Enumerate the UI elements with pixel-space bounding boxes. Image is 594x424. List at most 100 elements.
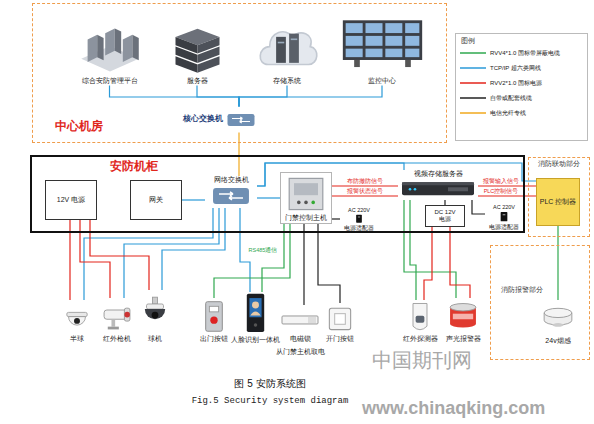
legend-box [455,33,588,141]
icon-shape [342,20,421,60]
legend-line [460,53,486,55]
node-label: 核心交换机 [183,115,223,124]
video-recorder: 视频存储服务器 [398,170,478,200]
icon-shape [69,317,86,326]
fire-link-region: 消防联动部分PLC 控制器 [528,157,590,237]
legend-item: 自带或配套线缆 [460,95,532,102]
legend-line-sample [460,110,486,116]
node-label: 门禁控制主机 [285,214,327,222]
cable [303,224,304,305]
server-device: 服务器 [170,18,225,86]
node-label: 网关 [149,196,163,204]
icon-shape [405,23,419,33]
cable [90,220,149,290]
power-adapter: AC 220V电源适配器 [485,204,523,230]
bullet-icon [97,298,137,335]
icon-shape [114,28,120,54]
dome-icon [60,300,94,335]
icon-shape [124,312,130,318]
icon-shape [249,298,261,317]
node-label: 半球 [70,335,84,343]
icon-shape [246,294,263,332]
machine-room-region: 中心机房综合安防管理平台服务器存储系统监控中心核心交换机 [32,3,447,143]
legend-label: RVV2*1.0 国标电源 [490,80,542,87]
legend-item: RVV2*1.0 国标电源 [460,80,542,87]
cable [239,86,382,107]
ptz-icon [138,290,172,335]
icon-shape [250,312,260,316]
node-label: 网络交换机 [214,176,249,184]
icon-shape [290,38,297,40]
icon-shape [145,309,165,319]
icon-shape [503,214,506,215]
icon-shape [329,308,350,329]
icon-shape [124,308,130,321]
node-label: 存储系统 [273,77,301,85]
icon-shape [111,319,115,326]
icon-shape [122,34,132,61]
icon-shape [544,308,572,317]
pir-icon [400,300,440,335]
switch-icon [226,107,256,133]
fire-alarm-region: 消防报警部分24v烟感 [490,245,590,360]
core-switch: 核心交换机 [172,107,256,133]
icon-shape [175,56,219,73]
icon-shape [260,31,317,64]
face-terminal: 人脸识别一体机 [229,292,282,343]
icon-shape [105,28,115,55]
icon-shape [385,23,402,33]
icon-shape [213,188,249,204]
cable [262,224,284,292]
legend-line [460,68,486,70]
icon-shape [152,312,159,319]
cable [424,227,432,300]
icon-shape [385,35,402,45]
region-title: 中心机房 [55,120,103,134]
storage-device: 存储系统 [255,12,320,86]
icon-shape [97,34,103,60]
icon-shape [405,48,419,57]
icon-shape [252,302,259,309]
legend-item: 电信光纤专线 [460,110,526,117]
network-switch: 网络交换机 [205,176,257,208]
icon-shape [345,35,362,45]
icon-shape [297,201,301,205]
plc-box: PLC 控制器 [536,178,580,226]
node-label: 人脸识别一体机 [231,336,280,343]
icon-shape [552,323,563,327]
adapter-icon [485,210,523,223]
node-label: 开门按钮 [326,335,354,343]
icon-shape [365,23,382,33]
legend-line-sample [460,50,486,56]
icon-shape [405,59,411,66]
icon-shape [308,317,316,323]
legend-line-sample [460,65,486,71]
bullet-camera: 红外枪机 [97,298,137,343]
cable [239,86,287,107]
region-title: 安防机柜 [110,160,158,174]
node-label: 红外枪机 [103,335,131,343]
cable [332,218,340,219]
icon-shape [132,34,138,60]
icon-shape [402,183,474,196]
storage-icon [255,12,320,78]
node-label: 红外探测器 [403,335,438,343]
legend-item: TCP/IP 超六类网线 [460,65,541,72]
cabinet-frame: 安防机柜12V 电源网关网络交换机门禁控制主机AC 220V电源适配器视频存储服… [30,155,525,233]
legend-label: RVV4*1.0 国标带屏蔽电缆 [490,50,560,57]
node-label: 声光报警器 [446,335,481,343]
node-label: 服务器 [187,77,208,85]
exit-button: 出门按钮 [198,298,230,343]
icon-shape [147,304,164,309]
platform-icon [72,14,148,78]
icon-shape [175,56,197,73]
node-label: 球机 [148,335,162,343]
icon-shape [304,201,308,205]
icon-shape [365,35,382,45]
infrared-detector: 红外探测器 [400,300,440,343]
access-icon [282,174,330,214]
region-title: 消防报警部分 [501,286,543,294]
cable [197,86,239,107]
icon-shape [409,188,412,191]
